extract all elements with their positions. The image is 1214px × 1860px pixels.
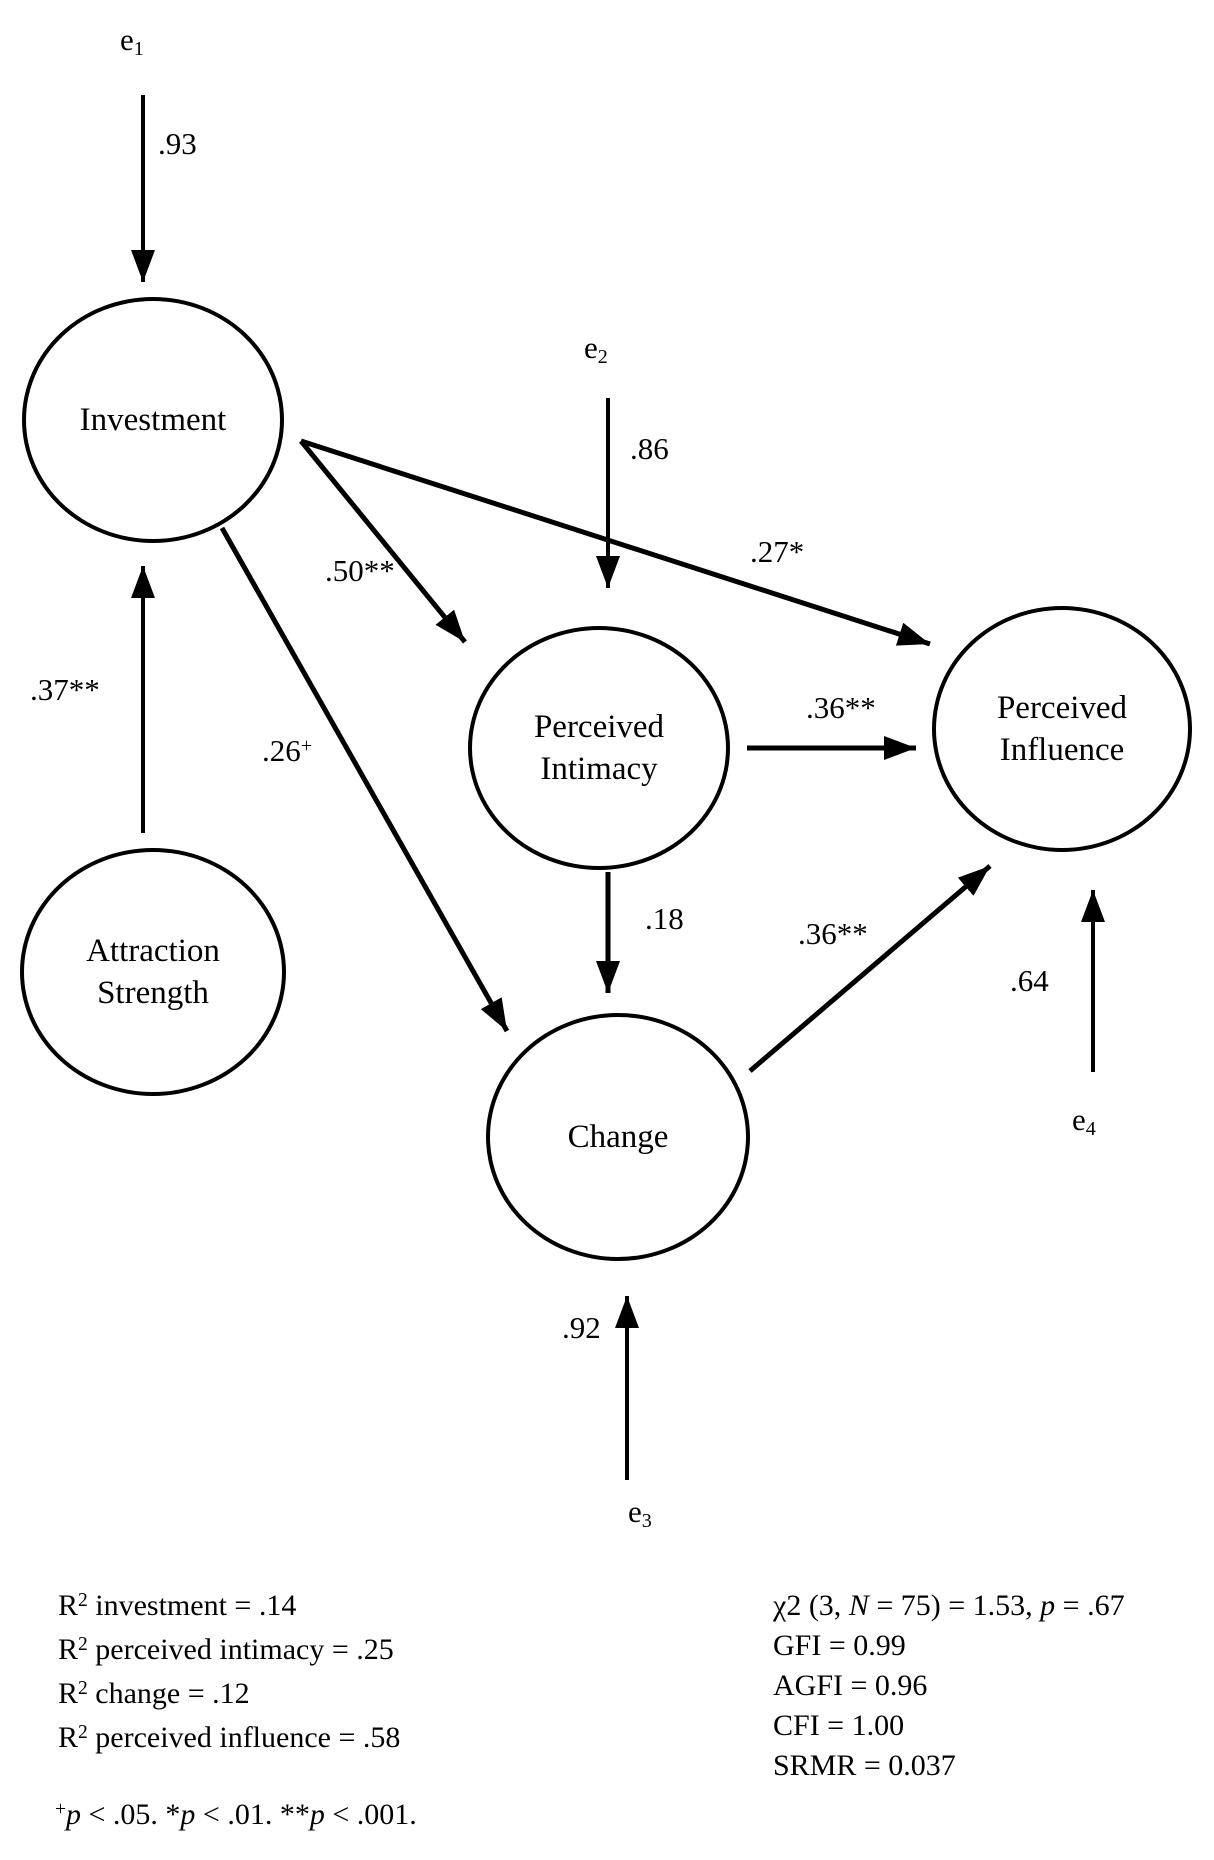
arrow-investment-to-influence [300, 438, 931, 647]
chi-square-stat: χ2 (3, N = 75) = 1.53, p = .67 [773, 1589, 1125, 1622]
coef-investment-change: .26+ [262, 733, 313, 768]
error-term-e1: e1 [120, 22, 144, 61]
coef-investment-intimacy: .50** [325, 553, 395, 588]
coef-investment-influence: .27* [750, 534, 805, 569]
coef-change-influence: .36** [798, 916, 868, 951]
agfi-stat: AGFI = 0.96 [773, 1669, 928, 1702]
significance-footnote: +p < .05. *p < .01. **p < .001. [55, 1798, 417, 1831]
srmr-stat: SRMR = 0.037 [773, 1749, 956, 1782]
r2-perceived-intimacy: R2 perceived intimacy = .25 [58, 1633, 394, 1666]
model-fit-stats: χ2 (3, N = 75) = 1.53, p = .67 GFI = 0.9… [773, 1586, 1125, 1786]
coef-attraction-investment: .37** [30, 672, 100, 707]
node-investment: Investment [22, 297, 284, 543]
r-squared-stats: R2 investment = .14 R2 perceived intimac… [58, 1586, 400, 1762]
error-term-e4: e4 [1072, 1102, 1096, 1141]
error-term-e3: e3 [628, 1494, 652, 1533]
r2-investment: R2 investment = .14 [58, 1589, 297, 1622]
error-term-e2: e2 [584, 330, 608, 369]
node-change: Change [486, 1013, 750, 1261]
coef-intimacy-change: .18 [645, 901, 684, 936]
node-investment-label: Investment [79, 402, 227, 438]
coef-e3-change: .92 [562, 1310, 601, 1345]
gfi-stat: GFI = 0.99 [773, 1629, 906, 1662]
node-perceived-influence-label-line2: Influence [999, 732, 1125, 768]
coef-intimacy-influence: .36** [806, 690, 876, 725]
node-attraction-strength-label-line2: Strength [97, 975, 209, 1011]
node-perceived-intimacy-label-line1: Perceived [533, 709, 665, 745]
node-perceived-intimacy-label-line2: Intimacy [540, 751, 658, 787]
cfi-stat: CFI = 1.00 [773, 1709, 905, 1742]
node-perceived-influence-label-line1: Perceived [996, 690, 1128, 726]
arrow-investment-to-intimacy [299, 439, 467, 644]
node-change-label: Change [567, 1119, 669, 1155]
node-attraction-strength-label-line1: Attraction [86, 933, 220, 969]
node-perceived-influence: Perceived Influence [932, 606, 1192, 852]
arrow-change-to-influence [748, 864, 992, 1073]
node-perceived-intimacy: Perceived Intimacy [468, 626, 730, 870]
coef-e2-intimacy: .86 [630, 431, 669, 466]
coef-e1-investment: .93 [158, 126, 197, 161]
arrow-investment-to-change [219, 526, 510, 1033]
node-attraction-strength: Attraction Strength [20, 848, 286, 1096]
r2-change: R2 change = .12 [58, 1677, 250, 1710]
r2-perceived-influence: R2 perceived influence = .58 [58, 1721, 401, 1754]
coef-e4-influence: .64 [1010, 963, 1049, 998]
